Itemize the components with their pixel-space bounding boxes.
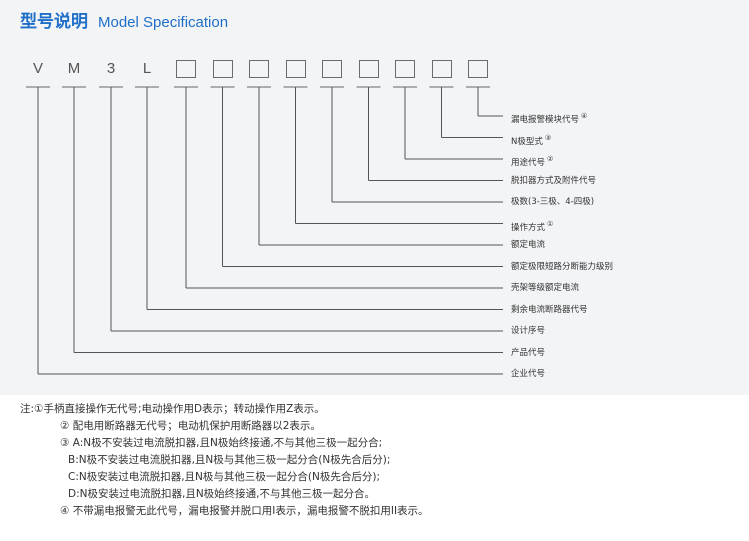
note-1: 注: ①手柄直接操作无代号;电动操作用D表示；转动操作用Z表示。 [20, 401, 740, 418]
page-title-en: Model Specification [98, 14, 229, 31]
spec-item-label: 产品代号 [511, 348, 545, 358]
spec-item-text: 额定极限短路分断能力级别 [511, 261, 614, 272]
code-box-4 [285, 60, 306, 78]
spec-item-label: 设计序号 [511, 326, 545, 336]
spec-item-text: 脱扣器方式及附件代号 [511, 175, 597, 186]
spec-item-text: 漏电报警模块代号 [511, 114, 580, 125]
spec-item-text: 用途代号 [511, 157, 546, 168]
spec-item-label: 企业代号 [511, 369, 545, 379]
page-title-cn: 型号说明 [20, 12, 88, 32]
spec-item-label: 脱扣器方式及附件代号 [511, 176, 596, 186]
page-header: 型号说明 Model Specification [20, 7, 229, 32]
spec-item-footnote-mark: ④ [581, 112, 588, 120]
code-box-3 [249, 60, 269, 78]
code-box-2 [212, 60, 233, 78]
spec-item-label: 极数(3-三极、4-四极) [511, 197, 594, 207]
spec-item-footnote-mark: ③ [544, 133, 552, 142]
note-3a: ③ A:N极不安装过电流脱扣器,且N极始终接通,不与其他三极一起分合; [60, 437, 383, 449]
notes-section: 注: ①手柄直接操作无代号;电动操作用D表示；转动操作用Z表示。 ② 配电用断路… [20, 401, 740, 520]
spec-item-text: 极数(3-三极、4-四极) [511, 197, 595, 207]
code-box-7 [395, 60, 415, 78]
note-3c: C:N极安装过电流脱扣器,且N极与其他三极一起分合(N极先合后分); [68, 471, 380, 483]
spec-item-text: 产品代号 [511, 347, 546, 358]
code-letter-v: V [32, 60, 43, 77]
code-box-1 [176, 60, 196, 78]
spec-item-footnote-mark: ① [547, 219, 554, 228]
code-letter-l: L [142, 60, 152, 77]
model-diagram-panel [0, 0, 749, 395]
spec-item-text: 壳架等级额定电流 [511, 283, 580, 293]
spec-item-text: 设计序号 [511, 326, 546, 336]
spec-item-text: N极型式 [511, 136, 543, 147]
spec-item-label: 壳架等级额定电流 [511, 283, 579, 293]
spec-item-label: 额定极限短路分断能力级别 [511, 262, 613, 272]
spec-item-label: 剩余电流断路器代号 [511, 305, 588, 315]
note-3d: D:N极安装过电流脱扣器,且N极始终接通,不与其他三极一起分合。 [68, 488, 376, 500]
code-letter-m: M [67, 60, 81, 77]
spec-item-label: 额定电流 [511, 240, 545, 250]
spec-item-text: 额定电流 [511, 240, 546, 250]
note-1-text: ①手柄直接操作无代号;电动操作用D表示；转动操作用Z表示。 [34, 403, 325, 415]
code-box-6 [358, 60, 379, 78]
code-letter-3: 3 [106, 60, 116, 77]
note-4: ④ 不带漏电报警无此代号，漏电报警并脱口用I表示，漏电报警不脱扣用II表示。 [60, 505, 429, 517]
code-box-8 [431, 60, 452, 78]
code-box-9 [468, 60, 488, 78]
connector-lines [26, 86, 503, 375]
spec-item-text: 操作方式 [511, 222, 546, 233]
spec-item-text: 剩余电流断路器代号 [511, 304, 588, 315]
notes-prefix: 注: [20, 403, 35, 415]
note-3b: B:N极不安装过电流脱扣器,且N极与其他三极一起分合(N极先合后分); [68, 454, 391, 466]
spec-item-footnote-mark: ② [547, 155, 554, 163]
note-2: ② 配电用断路器无代号；电动机保护用断路器以2表示。 [60, 420, 321, 432]
code-box-5 [322, 60, 342, 78]
spec-item-text: 企业代号 [511, 369, 546, 379]
